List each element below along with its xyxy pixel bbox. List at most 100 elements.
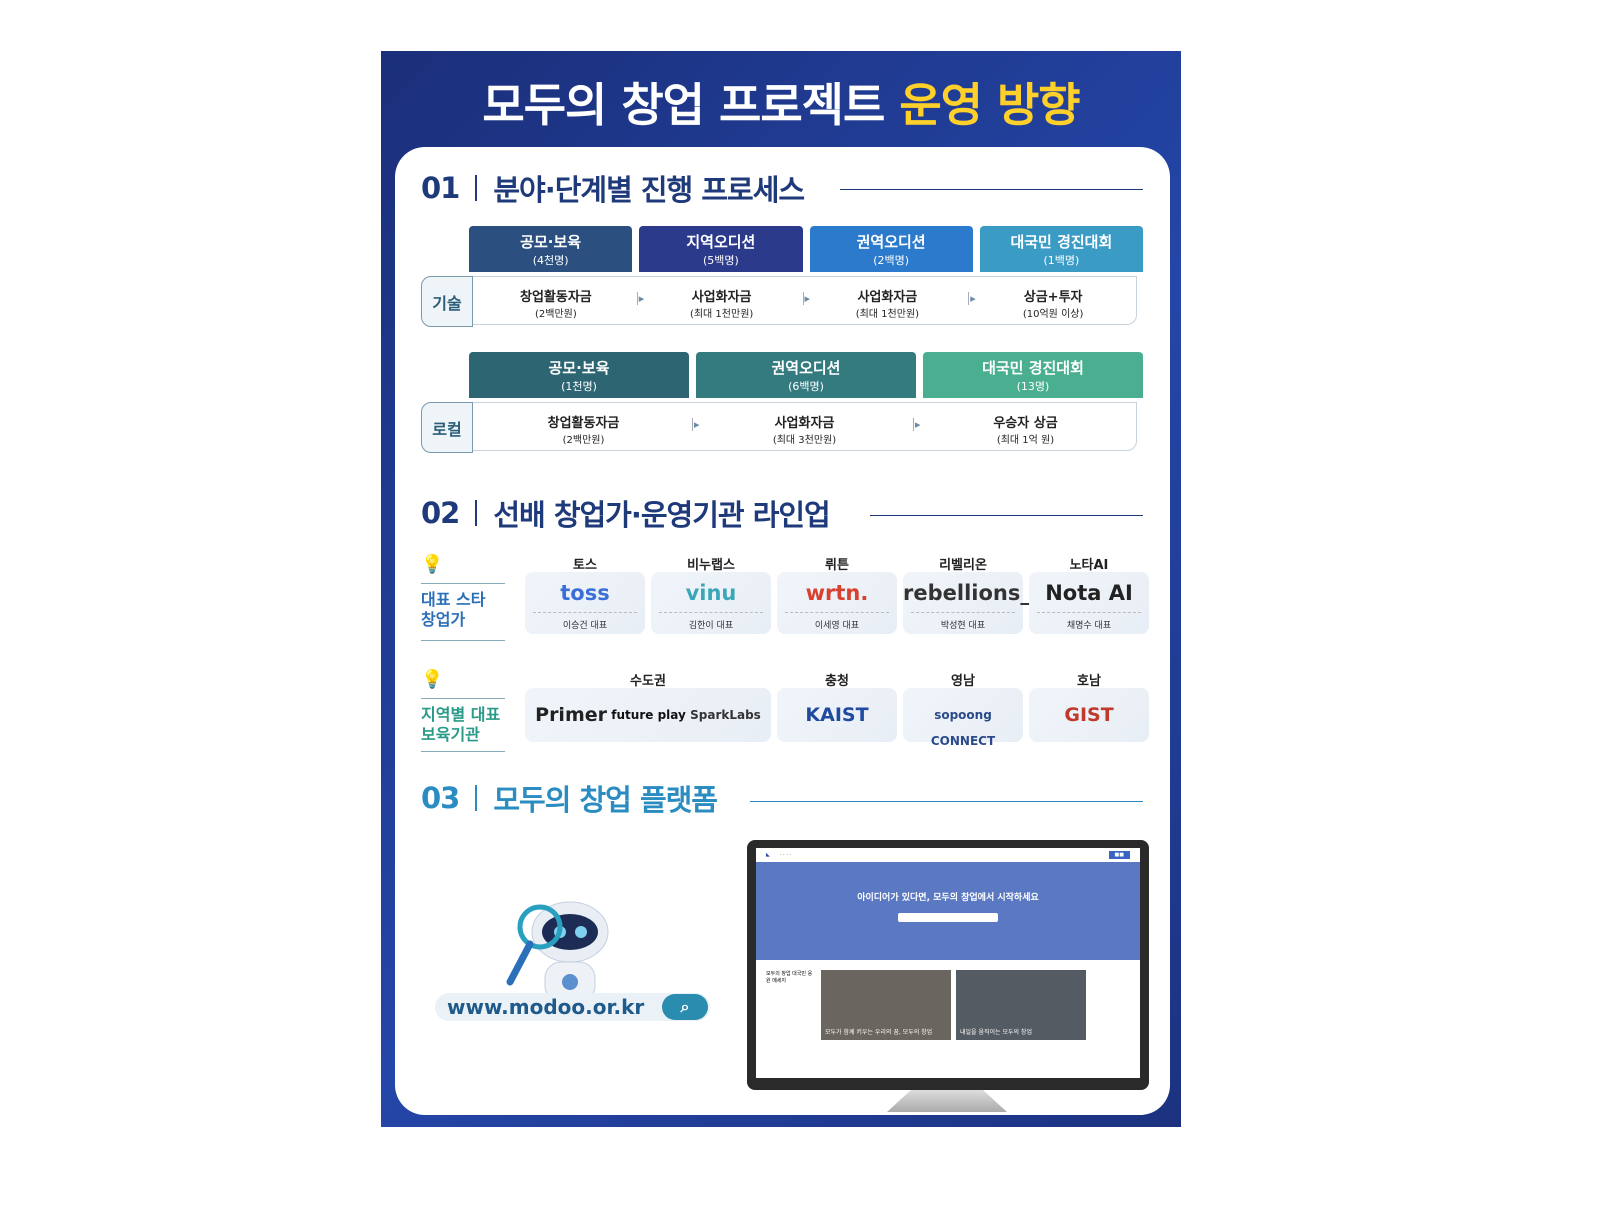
stage-funding: 상금+투자 (10억원 이상) — [968, 277, 1136, 324]
stage-count: (6백명) — [788, 380, 824, 393]
stage-header: 권역오디션 (2백명) — [809, 226, 973, 272]
stage-funding: 창업활동자금 (2백만원) — [473, 277, 639, 324]
stage-header: 대국민 경진대회 (1백명) — [979, 226, 1143, 272]
incubator-logo: KAIST — [805, 704, 869, 726]
ceo-name: 김한이 대표 — [659, 612, 763, 631]
stage-header: 권역오디션 (6백명) — [696, 352, 916, 398]
fund-amount: (최대 1천만원) — [689, 309, 754, 320]
site-nav: ◣· · · ·■■ — [756, 848, 1140, 862]
ceo-name: 이세영 대표 — [785, 612, 889, 631]
stage-name: 권역오디션 — [856, 233, 926, 251]
fund-type: 사업화자금 — [774, 416, 835, 431]
stage-funding: 창업활동자금 (2백만원) — [473, 403, 694, 450]
lightbulb-icon: 💡 — [421, 669, 444, 690]
stage-name: 권역오디션 — [771, 359, 841, 377]
stage-name: 공모·보육 — [548, 359, 610, 377]
monitor-screenshot: ◣· · · ·■■ 아이디어가 있다면, 모두의 창업에서 시작하세요 모두의… — [747, 840, 1149, 1090]
company-logo: wrtn. — [805, 581, 869, 605]
stage-count: (13명) — [1016, 380, 1050, 393]
star-founder-card: 리벨리온 rebellions_ 박성현 대표 — [903, 554, 1031, 634]
search-icon[interactable]: ⌕ — [662, 994, 708, 1020]
stage-funding: 사업화자금 (최대 1천만원) — [636, 277, 805, 324]
stage-header: 지역오디션 (5백명) — [639, 226, 803, 272]
lightbulb-icon: 💡 — [421, 554, 444, 575]
video-thumbnail[interactable]: 내일을 움직이는 모두의 창업 — [956, 970, 1086, 1040]
fund-amount: (10억원 이상) — [1022, 309, 1084, 320]
incubator-card: 영남 sopoong CONNECT — [903, 670, 1023, 748]
company-name: 노타AI — [1069, 558, 1109, 573]
divider — [750, 801, 1143, 802]
platform-url-bar[interactable]: www.modoo.or.kr⌕ — [435, 993, 710, 1021]
stage-count: (1백명) — [1043, 254, 1080, 267]
company-name: 리벨리온 — [939, 558, 987, 573]
star-founder-card: 토스 toss 이승건 대표 — [525, 554, 645, 634]
divider — [870, 515, 1143, 516]
ceo-name: 박성현 대표 — [911, 612, 1015, 631]
region-name: 영남 — [951, 674, 975, 689]
stage-funding: 사업화자금 (최대 3천만원) — [692, 403, 915, 450]
incubator-logo: Primer — [535, 704, 608, 726]
fund-type: 사업화자금 — [691, 290, 752, 305]
stage-header: 대국민 경진대회 (13명) — [923, 352, 1143, 398]
stage-count: (4천명) — [532, 254, 569, 267]
fund-amount: (최대 3천만원) — [772, 435, 837, 446]
stage-header: 공모·보육 (1천명) — [469, 352, 689, 398]
video-thumbnail[interactable]: 모두가 함께 키우는 우리의 꿈, 모두의 창업 — [821, 970, 951, 1040]
fund-amount: (최대 1천만원) — [855, 309, 920, 320]
company-logo: toss — [560, 581, 610, 605]
stage-name: 지역오디션 — [686, 233, 756, 251]
fund-amount: (2백만원) — [562, 435, 605, 446]
poster-title: 모두의 창업 프로젝트 운영 방향 — [482, 78, 1080, 132]
tech-process-row: 공모·보육 (4천명) 지역오디션 (5백명) 권역오디션 (2백명) 대국민 경진대회 (1… — [421, 226, 1143, 327]
fund-type: 창업활동자금 — [547, 416, 620, 431]
stage-name: 대국민 경진대회 — [1010, 233, 1113, 251]
star-founder-card: 노타AI Nota AI 채명수 대표 — [1029, 554, 1149, 634]
fund-amount: (최대 1억 원) — [996, 435, 1055, 446]
site-hero: 아이디어가 있다면, 모두의 창업에서 시작하세요 — [756, 862, 1140, 960]
star-founder-card: 비누랩스 vinu 김한이 대표 — [651, 554, 771, 634]
fund-type: 상금+투자 — [1023, 290, 1083, 305]
company-logo: rebellions_ — [903, 581, 1031, 605]
fund-type: 창업활동자금 — [519, 290, 592, 305]
stage-funding: 사업화자금 (최대 1천만원) — [802, 277, 971, 324]
company-name: 토스 — [573, 558, 597, 573]
incubator-logo: future play — [611, 708, 686, 722]
region-name: 호남 — [1077, 674, 1101, 689]
ceo-name: 이승건 대표 — [533, 612, 637, 631]
region-name: 충청 — [825, 674, 849, 689]
robot-magnifier-illustration — [506, 901, 609, 1003]
monitor-stand — [887, 1090, 1007, 1112]
stage-name: 공모·보육 — [520, 233, 582, 251]
company-logo: Nota AI — [1045, 581, 1133, 605]
row-label-tech: 기술 — [421, 276, 473, 327]
company-name: 비누랩스 — [687, 558, 735, 573]
stage-count: (5백명) — [702, 254, 739, 267]
divider — [840, 189, 1143, 190]
fund-type: 사업화자금 — [857, 290, 918, 305]
incubator-logo: SparkLabs — [690, 708, 761, 722]
stage-count: (1천명) — [561, 380, 597, 393]
company-name: 뤼튼 — [825, 558, 849, 573]
company-logo: vinu — [685, 581, 737, 605]
fund-type: 우승자 상금 — [993, 416, 1058, 431]
incubator-card: 충청 KAIST — [777, 670, 897, 742]
star-founder-card: 뤼튼 wrtn. 이세영 대표 — [777, 554, 897, 634]
fund-amount: (2백만원) — [534, 309, 577, 320]
stage-count: (2백명) — [873, 254, 910, 267]
stage-funding: 우승자 상금 (최대 1억 원) — [913, 403, 1136, 450]
ceo-name: 채명수 대표 — [1037, 612, 1141, 631]
stage-name: 대국민 경진대회 — [982, 359, 1084, 377]
incubator-logo: sopoong CONNECT — [930, 708, 996, 748]
row-label-local: 로컬 — [421, 402, 473, 453]
stage-header: 공모·보육 (4천명) — [469, 226, 633, 272]
local-process-row: 공모·보육 (1천명) 권역오디션 (6백명) 대국민 경진대회 (13명) 로컬 창업활… — [421, 352, 1143, 453]
